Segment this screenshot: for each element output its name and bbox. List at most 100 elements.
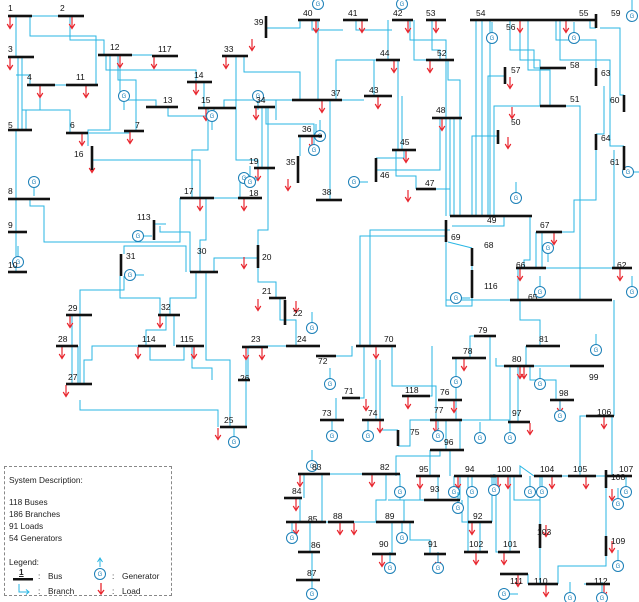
load-arrow (241, 199, 247, 211)
bus-bar-42 (392, 19, 413, 22)
generator-icon: G (363, 420, 374, 442)
svg-text:G: G (630, 290, 635, 296)
load-arrow (373, 347, 379, 359)
generator-icon: G (591, 334, 602, 356)
bus-label-113: 113 (137, 212, 151, 222)
load-arrow (433, 21, 439, 33)
load-arrow (293, 499, 299, 511)
bus-label-100: 100 (497, 464, 511, 474)
bus-label-35: 35 (286, 157, 296, 167)
bus-bar-97 (508, 421, 530, 424)
branch-line (360, 236, 446, 346)
bus-label-28: 28 (58, 334, 68, 344)
branch-line (80, 276, 124, 384)
load-arrow (59, 347, 65, 359)
bus-label-24: 24 (297, 334, 307, 344)
bus-bar-108 (605, 470, 608, 488)
load-arrow (617, 269, 623, 281)
svg-text:G: G (492, 488, 497, 494)
bus-label-6: 6 (70, 120, 75, 130)
bus-label-68: 68 (484, 240, 494, 250)
load-arrow (255, 169, 261, 181)
svg-text:G: G (456, 506, 461, 512)
bus-bar-63 (595, 68, 598, 86)
svg-text:G: G (514, 196, 519, 202)
svg-text:G: G (478, 436, 483, 442)
generator-icon: G (395, 476, 406, 498)
load-arrow (583, 477, 589, 489)
generator-icon: G (229, 426, 240, 448)
svg-text:G: G (316, 2, 321, 8)
bus-bar-24 (286, 345, 320, 348)
load-arrow (609, 489, 615, 501)
load-arrow (501, 553, 507, 565)
load-arrow (223, 57, 229, 69)
bus-label-34: 34 (256, 95, 266, 105)
branch-line (520, 20, 540, 106)
description-title: System Description: (9, 475, 83, 485)
bus-label-16: 16 (74, 149, 84, 159)
bus-bar-44 (376, 59, 400, 62)
legend-generator-label: Generator (122, 571, 159, 581)
bus-label-9: 9 (8, 220, 13, 230)
legend-sep-3: : (38, 586, 40, 596)
load-arrow (527, 423, 533, 435)
svg-text:G: G (136, 234, 141, 240)
generator-icon: G (535, 368, 546, 390)
bus-label-56: 56 (506, 22, 516, 32)
branch-line (562, 150, 596, 232)
bus-label-92: 92 (473, 511, 483, 521)
bus-bar-39 (265, 16, 268, 38)
bus-label-22: 22 (293, 308, 303, 318)
stat-branches: 186 Branches (9, 509, 60, 519)
load-arrow (369, 475, 375, 487)
svg-text:G: G (122, 94, 127, 100)
bus-bar-95 (416, 475, 440, 478)
branch-line (496, 358, 504, 366)
branch-line (214, 258, 258, 272)
branch-line (352, 346, 364, 398)
load-arrow (351, 523, 357, 535)
bus-label-39: 39 (254, 17, 264, 27)
legend-sep-1: : (38, 571, 40, 581)
bus-label-118: 118 (405, 385, 419, 395)
bus-bar-37 (292, 99, 342, 102)
stat-loads: 91 Loads (9, 521, 43, 531)
bus-bar-55 (566, 19, 596, 22)
bus-label-90: 90 (379, 539, 389, 549)
bus-label-75: 75 (410, 427, 420, 437)
branch-line (80, 400, 218, 427)
load-arrow (157, 316, 163, 328)
generator-icon: G (119, 91, 130, 111)
bus-bar-85 (286, 521, 326, 524)
bus-bar-98 (550, 399, 574, 402)
branch-line (236, 56, 258, 168)
svg-text:G: G (540, 490, 545, 496)
bus-bar-88 (328, 521, 354, 524)
bus-label-99: 99 (589, 372, 599, 382)
bus-bar-13 (146, 106, 178, 109)
bus-label-20: 20 (262, 252, 272, 262)
bus-bar-30 (190, 271, 218, 274)
bus-label-80: 80 (512, 354, 522, 364)
bus-bar-29 (66, 314, 92, 317)
bus-bar-4 (27, 84, 55, 87)
svg-text:G: G (128, 273, 133, 279)
bus-bar-2 (58, 15, 84, 18)
load-arrow (551, 233, 557, 245)
bus-label-73: 73 (322, 408, 332, 418)
bus-label-60: 60 (610, 95, 620, 105)
bus-label-98: 98 (559, 388, 569, 398)
svg-text:G: G (594, 348, 599, 354)
bus-label-79: 79 (478, 325, 488, 335)
load-arrow (127, 132, 133, 144)
load-arrow (461, 359, 467, 371)
branch-line (332, 346, 352, 356)
bus-bar-78 (452, 357, 486, 360)
bus-bar-25 (220, 426, 247, 429)
branch-line (514, 476, 540, 524)
bus-label-84: 84 (292, 486, 302, 496)
generator-icon: G (349, 177, 369, 188)
bus-bar-90 (372, 553, 396, 556)
generator-icon: G (451, 366, 462, 388)
